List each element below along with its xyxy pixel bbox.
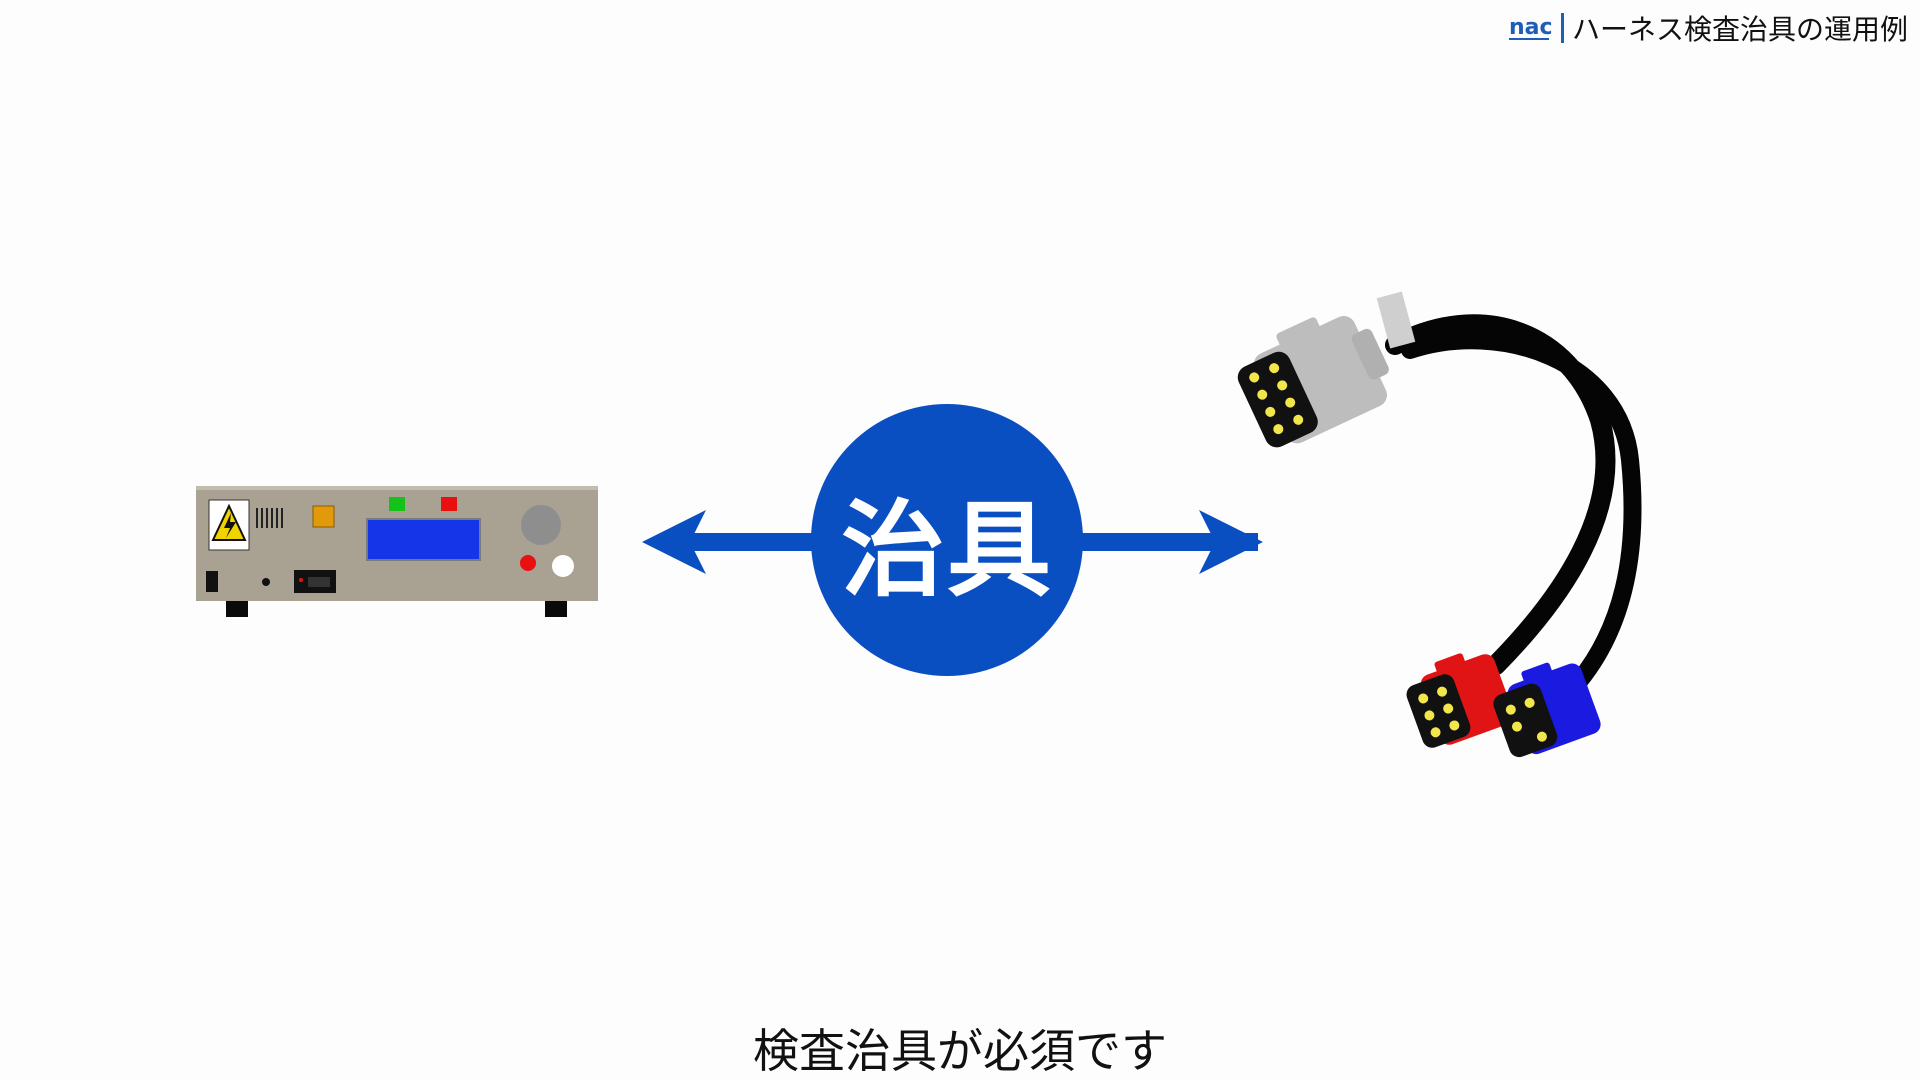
wire-harness bbox=[1227, 292, 1633, 763]
tester-device bbox=[196, 486, 598, 617]
jig-label: 治具 bbox=[811, 404, 1083, 676]
white-terminal bbox=[552, 555, 574, 577]
tester-foot-right bbox=[545, 599, 567, 617]
tester-port bbox=[262, 578, 270, 586]
subtitle-caption: 検査治具が必須です bbox=[0, 1015, 1920, 1080]
power-switch bbox=[206, 571, 218, 592]
red-terminal bbox=[520, 555, 536, 571]
tester-foot-left bbox=[226, 599, 248, 617]
orange-button bbox=[313, 506, 334, 527]
cable-tie bbox=[1377, 292, 1416, 349]
high-voltage-warning-icon bbox=[209, 500, 249, 550]
tester-knob bbox=[521, 505, 561, 545]
green-indicator bbox=[389, 497, 405, 511]
tester-display bbox=[367, 519, 480, 560]
red-indicator bbox=[441, 497, 457, 511]
gray-connector bbox=[1227, 297, 1402, 456]
